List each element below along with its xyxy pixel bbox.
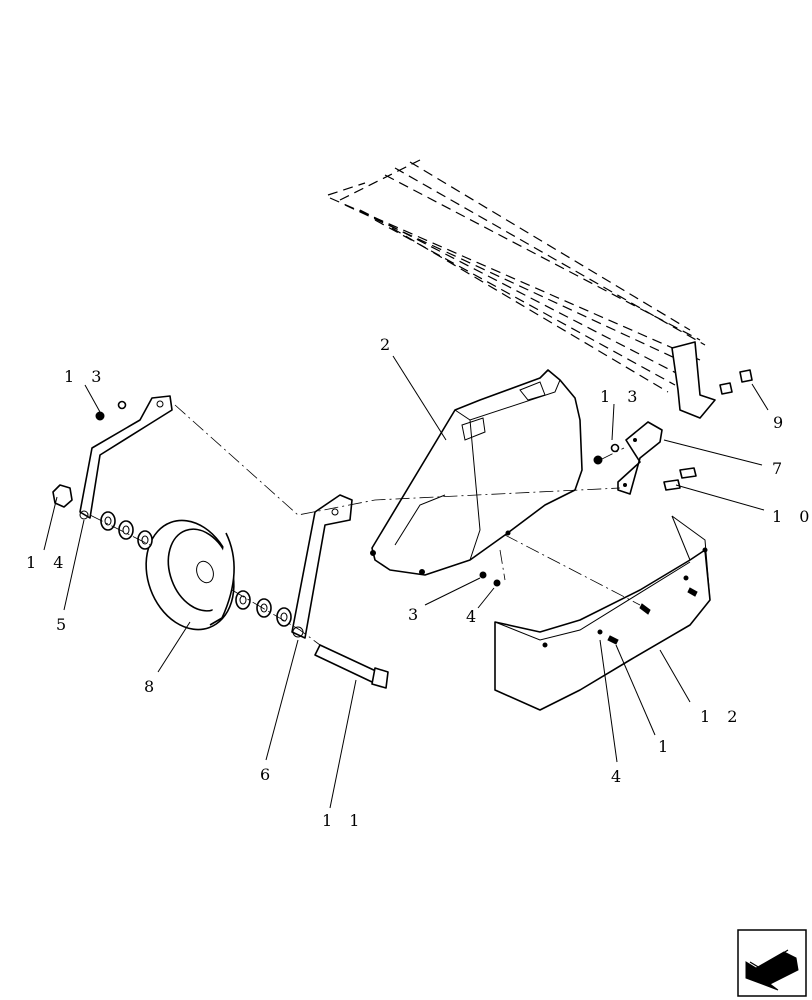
callout-8: 8 [144, 677, 160, 696]
next-page-arrow-icon[interactable] [737, 929, 807, 997]
callout-3: 3 [408, 605, 424, 624]
callout-10: 1 0 [772, 507, 812, 526]
bolts-9-10 [663, 369, 753, 491]
callout-14: 1 4 [26, 553, 69, 572]
callout-7: 7 [772, 459, 788, 478]
callout-4-left: 4 [466, 607, 482, 626]
nuts [52, 400, 620, 508]
callouts: 2 1 3 1 3 1 4 5 8 6 1 1 3 4 4 1 1 2 9 7 … [26, 335, 812, 830]
callout-6: 6 [260, 765, 276, 784]
center-lines [89, 404, 641, 646]
bracket-7 [617, 421, 663, 495]
callout-1: 1 [658, 737, 674, 756]
leader-lines [43, 355, 769, 809]
bolt-11 [314, 644, 389, 689]
callout-5: 5 [56, 615, 72, 634]
wheel-part [145, 519, 235, 631]
callout-9: 9 [773, 413, 789, 432]
callout-11: 1 1 [322, 811, 365, 830]
arm-5 [79, 395, 173, 520]
hardware-3-4 [479, 571, 501, 587]
shield-12 [494, 515, 711, 711]
callout-13-left: 1 3 [64, 367, 107, 386]
shield-part [370, 369, 583, 576]
phantom-frame [327, 159, 706, 393]
arm-6 [291, 494, 353, 639]
washers [100, 511, 292, 627]
frame-bracket [671, 341, 716, 419]
callout-4-right: 4 [611, 767, 627, 786]
callout-13-right: 1 3 [600, 387, 643, 406]
callout-2: 2 [380, 335, 396, 354]
callout-12: 1 2 [700, 707, 743, 726]
